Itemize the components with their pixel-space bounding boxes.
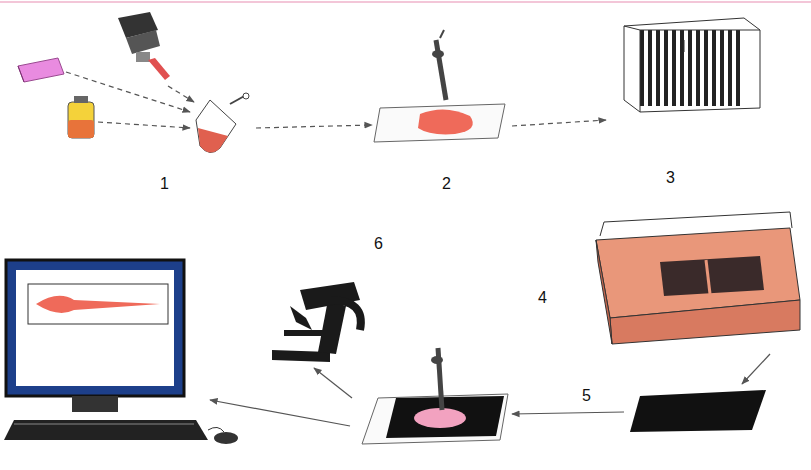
microscope [272,282,361,362]
stained-slide [630,390,766,432]
flow-arrows [66,72,606,128]
callout-number: 5 [582,388,591,404]
callout-number: 2 [442,176,451,192]
callout-number: 6 [374,236,383,252]
callout-number: 4 [538,290,547,306]
callout-number: 1 [160,176,169,192]
reagent-box [18,58,64,82]
callout-number: 3 [666,170,675,186]
reagent-bottle [68,96,94,138]
pipette-device [118,12,170,80]
slide-pipette [374,30,505,142]
sample-tube [196,93,249,153]
computer [4,260,238,444]
slide-with-dye [362,348,508,444]
electrophoresis-tank [596,40,800,344]
slide-rack [624,18,760,112]
